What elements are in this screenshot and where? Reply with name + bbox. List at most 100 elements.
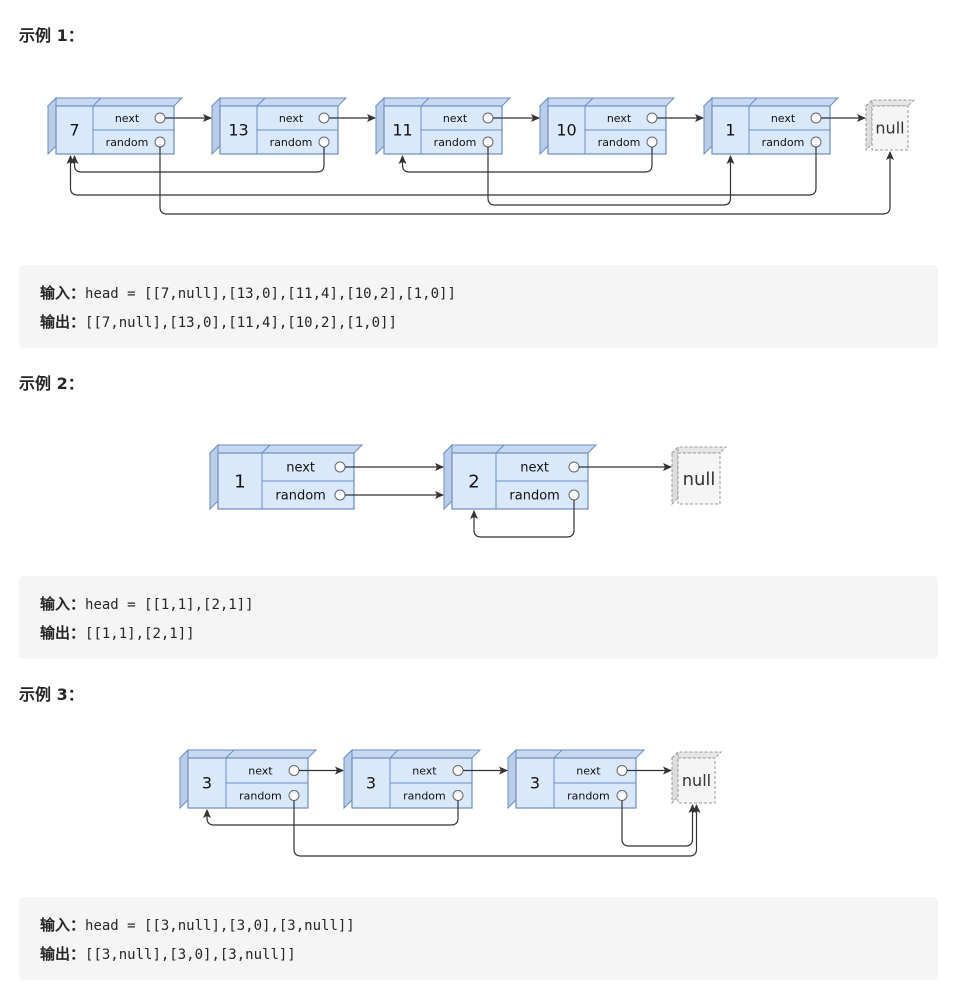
arrow-head-icon (203, 809, 211, 818)
node-value: 2 (468, 471, 479, 492)
node-random-label: random (598, 136, 641, 149)
list-node: 1 next random (702, 96, 840, 156)
node-side-face (443, 443, 453, 511)
node-next-label: next (279, 112, 304, 125)
input-value: head = [[1,1],[2,1]] (85, 597, 254, 613)
output-value: [[7,null],[13,0],[11,4],[10,2],[1,0]] (85, 315, 397, 331)
arrow-head-icon (367, 114, 376, 122)
null-label: null (683, 469, 716, 490)
arrow-head-icon (398, 155, 407, 164)
output-label: 输出： (40, 945, 86, 963)
example-1-diagram: 7nextrandom13nextrandom11nextrandom10nex… (46, 96, 916, 215)
next-pointer-icon (154, 112, 166, 124)
input-line: 输入：head = [[7,null],[13,0],[11,4],[10,2]… (40, 279, 938, 308)
arrow-head-icon (886, 151, 894, 160)
random-pointer-icon (646, 136, 658, 148)
arrow-head-icon (470, 510, 478, 519)
null-label: null (875, 119, 904, 138)
node-top-face (178, 749, 318, 759)
node-side-face (179, 748, 189, 810)
node-side-face (343, 748, 353, 810)
null-node: null (670, 445, 728, 506)
node-top-face (374, 97, 512, 107)
random-pointer-icon (482, 136, 494, 148)
random-pointer-icon (452, 790, 464, 801)
arrow-head-icon (435, 491, 444, 499)
node-next-label: next (286, 461, 315, 476)
random-pointer-icon (154, 136, 166, 148)
random-edge (159, 147, 891, 215)
next-pointer-icon (568, 461, 580, 473)
example-2-codebox: 输入：head = [[1,1],[2,1]] 输出：[[1,1],[2,1]] (19, 576, 938, 659)
null-front-face (871, 105, 909, 151)
null-top-face (864, 99, 916, 107)
output-line: 输出：[[1,1],[2,1]] (40, 619, 938, 648)
node-random-label: random (275, 489, 325, 504)
node-random-label: random (762, 136, 805, 149)
node-edge-line (553, 749, 563, 759)
arrow-head-icon (726, 155, 735, 164)
random-pointer-icon (568, 489, 580, 501)
next-pointer-icon (482, 112, 494, 124)
node-edge-line (256, 97, 266, 107)
example-1-title: 示例 1： (19, 26, 84, 45)
node-top-face (46, 97, 184, 107)
node-next-label: next (520, 461, 549, 476)
arrow-head-icon (499, 766, 508, 775)
node-random-label: random (239, 789, 282, 802)
output-line: 输出：[[3,null],[3,0],[3,null]] (40, 940, 938, 969)
null-side-face (671, 445, 679, 506)
input-label: 输入： (40, 916, 86, 934)
node-next-label: next (576, 764, 601, 777)
node-edge-line (495, 444, 505, 454)
output-value: [[1,1],[2,1]] (85, 626, 195, 642)
node-value: 1 (725, 121, 735, 140)
arrow-head-icon (435, 463, 444, 471)
node-edge-line (420, 97, 430, 107)
node-top-face (538, 97, 676, 107)
node-next-label: next (771, 112, 796, 125)
null-node: null (864, 98, 916, 152)
example-2-title: 示例 2： (19, 374, 84, 393)
node-random-label: random (270, 136, 313, 149)
node-side-face (539, 96, 549, 156)
arrow-head-icon (203, 114, 212, 122)
node-side-face (47, 96, 57, 156)
output-label: 输出： (40, 624, 86, 642)
random-edge (69, 147, 817, 196)
null-top-face (670, 751, 723, 759)
random-edge (73, 147, 325, 173)
input-value: head = [[7,null],[13,0],[11,4],[10,2],[1… (85, 286, 456, 302)
node-value: 3 (530, 774, 540, 793)
example-3-title: 示例 3： (19, 685, 84, 704)
random-edge (487, 147, 732, 206)
arrow-head-icon (335, 766, 344, 775)
output-line: 输出：[[7,null],[13,0],[11,4],[10,2],[1,0]] (40, 308, 938, 337)
input-label: 输入： (40, 284, 86, 302)
node-side-face (703, 96, 713, 156)
input-label: 输入： (40, 595, 86, 613)
node-side-face (211, 96, 221, 156)
node-value: 3 (366, 774, 376, 793)
node-next-label: next (607, 112, 632, 125)
random-edge (206, 800, 459, 826)
arrow-head-icon (857, 114, 866, 122)
arrow-head-icon (663, 766, 672, 775)
arrow-head-icon (695, 114, 704, 122)
null-front-face (677, 757, 716, 804)
random-pointer-icon (616, 790, 628, 801)
null-node: null (670, 750, 723, 805)
node-random-label: random (403, 789, 446, 802)
node-random-label: random (106, 136, 149, 149)
arrow-head-icon (531, 114, 540, 122)
random-pointer-icon (334, 489, 346, 501)
